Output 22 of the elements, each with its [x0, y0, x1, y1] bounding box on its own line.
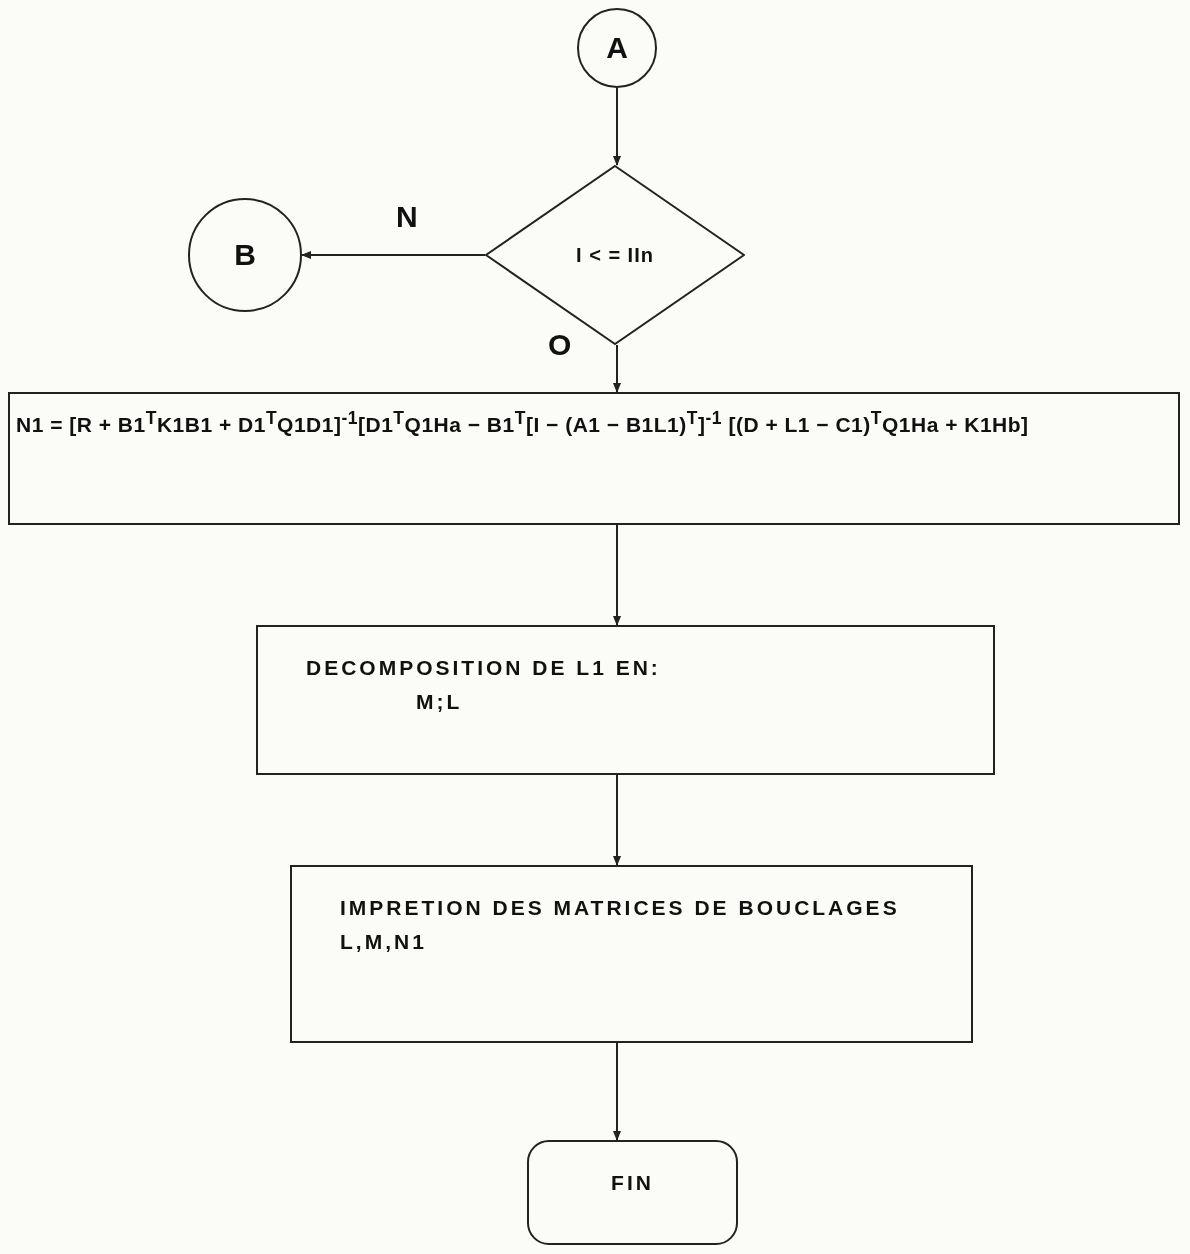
connector-letter: B	[234, 238, 256, 272]
edge-label: O	[548, 328, 572, 362]
arrow	[613, 524, 621, 626]
arrow	[613, 87, 621, 166]
arrow	[613, 1042, 621, 1141]
arrow	[613, 774, 621, 866]
formula-text: N1 = [R + B1$^{T}$K1B1 + D1$^{T}$Q1D1]$^{-1}$[D1$^{T}$Q1Ha − B1$^{T}$[I − (A1 − B1L1)$^{T}$]$^{-1}$ [(D + L1 − C1)$^{T}$Q1Ha + K1Hb]	[15, 407, 1030, 438]
edge-label: N	[396, 200, 418, 234]
process-text: DECOMPOSITION DE L1 EN:	[306, 655, 662, 681]
condition-text: I < = IIn	[576, 243, 654, 267]
process-box	[290, 865, 973, 1043]
process-box	[8, 392, 1180, 525]
process-text: M;L	[416, 688, 464, 715]
terminal-box	[527, 1140, 738, 1245]
connector-circle	[188, 198, 302, 312]
connector-circle	[577, 8, 657, 88]
process-box	[256, 625, 995, 775]
arrow	[301, 251, 486, 259]
terminal-text: FIN	[611, 1170, 654, 1196]
connector-letter: A	[606, 31, 628, 65]
arrow	[613, 344, 621, 393]
process-text: IMPRETION DES MATRICES DE BOUCLAGES L,M,N1	[340, 895, 901, 955]
